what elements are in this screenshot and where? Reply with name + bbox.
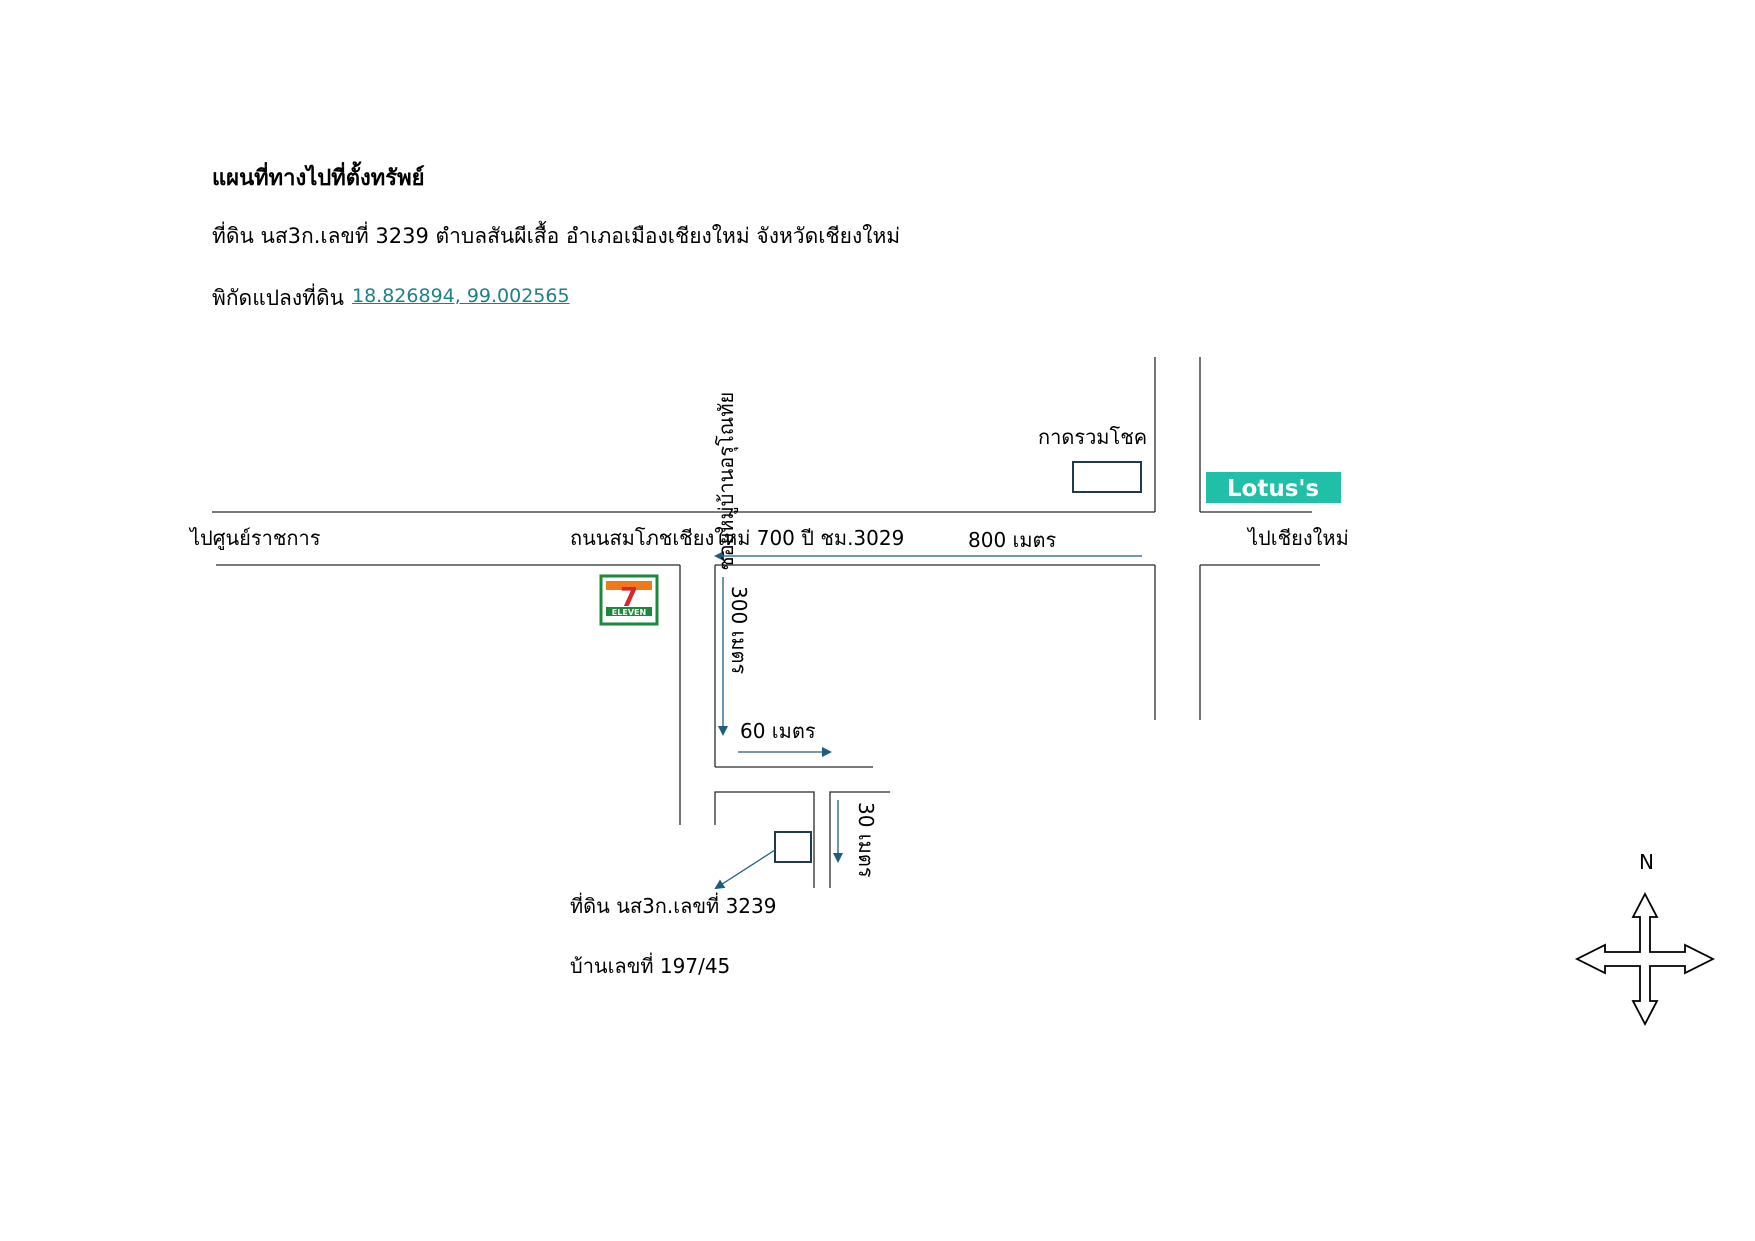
- land-plot-outline: [714, 791, 815, 888]
- land-title-label: ที่ดิน นส3ก.เลขที่ 3239: [570, 894, 777, 918]
- seven-eleven-logo-icon: 7 ELEVEN: [599, 574, 659, 626]
- land-plot-box: [774, 831, 812, 863]
- lotus-logo-icon: Lotus's: [1206, 472, 1341, 503]
- distance-300m-label: 300 เมตร: [727, 586, 751, 675]
- property-address: ที่ดิน นส3ก.เลขที่ 3239 ตำบลสันผีเสื้อ อ…: [212, 224, 901, 248]
- compass-cross-icon: [1574, 892, 1716, 1026]
- lotus-logo-text: Lotus's: [1227, 476, 1319, 502]
- kad-ruamchok-label: กาดรวมโชค: [1038, 425, 1148, 449]
- distance-30m-label: 30 เมตร: [854, 802, 878, 878]
- house-number-label: บ้านเลขที่ 197/45: [570, 954, 731, 978]
- to-government-center-label: ไปศูนย์ราชการ: [190, 526, 321, 550]
- page-title: แผนที่ทางไปที่ตั้งทรัพย์: [212, 166, 425, 191]
- distance-800m-label: 800 เมตร: [968, 528, 1057, 552]
- soi-name-label: ซอยหมู่บ้านอรุโณทัย: [714, 391, 738, 570]
- seven-eleven-text: ELEVEN: [612, 608, 646, 617]
- arrow-to-land: [714, 849, 776, 890]
- main-road-name-label: ถนนสมโภชเชียงใหม่ 700 ปี ชม.3029: [570, 526, 905, 550]
- seven-digit: 7: [620, 583, 638, 613]
- north-label: N: [1639, 850, 1654, 874]
- kad-ruamchok-box: [1072, 461, 1142, 493]
- distance-60m-label: 60 เมตร: [740, 719, 816, 743]
- side-lane-outline: [829, 791, 890, 888]
- coordinate-label: พิกัดแปลงที่ดิน: [212, 286, 345, 310]
- to-chiang-mai-label: ไปเชียงใหม่: [1248, 526, 1349, 550]
- coordinate-link[interactable]: 18.826894, 99.002565: [352, 285, 570, 307]
